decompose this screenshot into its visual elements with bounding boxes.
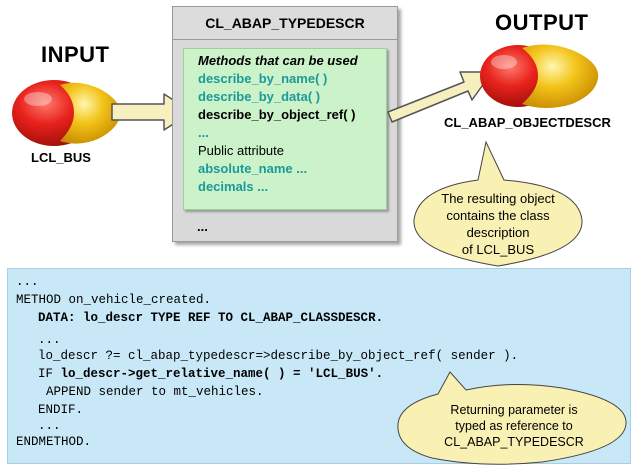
returning-callout-line-2: typed as reference to — [455, 419, 573, 433]
output-label: OUTPUT — [495, 10, 589, 35]
code-line-9: ... — [38, 419, 61, 433]
box-ellipsis: ... — [197, 219, 208, 234]
method-describe-by-data: describe_by_data( ) — [198, 89, 321, 104]
returning-callout-line-3: CL_ABAP_TYPEDESCR — [444, 435, 584, 449]
code-line-10: ENDMETHOD. — [16, 435, 92, 449]
code-line-3-keyword: DATA: — [38, 311, 76, 325]
code-line-6: IF lo_descr->get_relative_name( ) = 'LCL… — [38, 367, 383, 381]
code-line-7: APPEND sender to mt_vehicles. — [46, 385, 264, 399]
code-line-8: ENDIF. — [38, 403, 84, 417]
input-class-label: LCL_BUS — [31, 150, 91, 165]
code-line-5: lo_descr ?= cl_abap_typedescr=>describe_… — [38, 349, 519, 363]
typedescr-title: CL_ABAP_TYPEDESCR — [173, 7, 397, 40]
result-callout-line-3: description — [466, 225, 530, 240]
result-callout-bubble — [413, 140, 583, 267]
code-line-6-rest: lo_descr->get_relative_name( ) = 'LCL_BU… — [53, 367, 384, 381]
methods-panel: Methods that can be used describe_by_nam… — [183, 48, 387, 210]
result-callout-line-2: contains the class — [446, 208, 550, 223]
method-describe-by-object-ref: describe_by_object_ref( ) — [198, 107, 356, 122]
code-line-2: METHOD on_vehicle_created. — [16, 293, 212, 307]
diagram-area: INPUT LCL_BUS CL_ABAP_TYPEDESCR Methods … — [12, 6, 611, 267]
returning-callout-bubble — [397, 371, 627, 465]
typedescr-class-box: CL_ABAP_TYPEDESCR Methods that can be us… — [172, 6, 398, 242]
methods-heading: Methods that can be used — [198, 53, 358, 68]
code-line-6-keyword: IF — [38, 367, 54, 381]
returning-callout-text: Returning parameter is typed as referenc… — [416, 402, 612, 450]
attribute-decimals: decimals ... — [198, 179, 269, 194]
code-line-1: ... — [16, 275, 39, 289]
code-line-4: ... — [38, 333, 61, 347]
result-callout-line-4: of LCL_BUS — [461, 242, 535, 257]
returning-callout-line-1: Returning parameter is — [450, 403, 578, 417]
result-callout-text: The resulting object contains the class … — [420, 190, 576, 258]
attribute-absolute-name: absolute_name ... — [198, 161, 308, 176]
output-capsule-icon — [480, 44, 599, 108]
code-line-3: DATA: lo_descr TYPE REF TO CL_ABAP_CLASS… — [38, 311, 383, 325]
code-line-3-rest: lo_descr TYPE REF TO CL_ABAP_CLASSDESCR. — [75, 311, 384, 325]
input-capsule-icon — [12, 80, 121, 146]
method-describe-by-name: describe_by_name( ) — [198, 71, 328, 86]
attribute-heading: Public attribute — [198, 143, 284, 158]
input-label: INPUT — [41, 42, 110, 67]
result-callout-line-1: The resulting object — [441, 191, 555, 206]
output-class-label: CL_ABAP_OBJECTDESCR — [444, 115, 611, 130]
output-arrow-icon — [387, 71, 493, 123]
methods-ellipsis: ... — [198, 125, 209, 140]
